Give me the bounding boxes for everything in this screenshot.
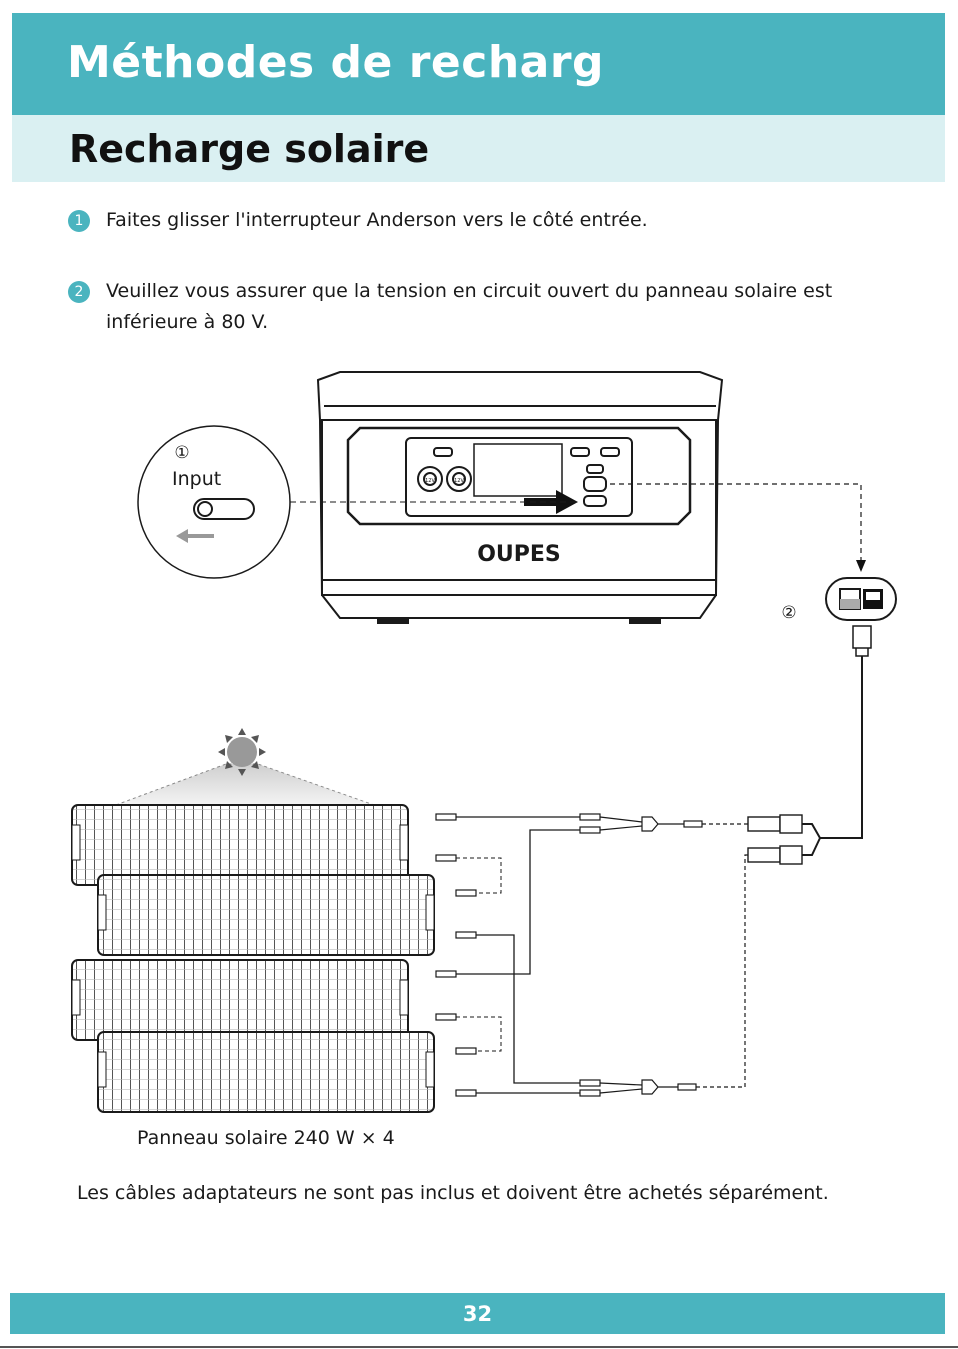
step-2: 2 Veuillez vous assurer que la tension e…: [68, 276, 898, 338]
step-number-badge: 2: [68, 281, 90, 303]
y-branch-adapter: [579, 813, 703, 1097]
switch-marker: ①: [174, 443, 189, 463]
connector-marker: ②: [781, 603, 796, 623]
page-number: 32: [462, 1302, 493, 1326]
step-number-badge: 1: [68, 210, 90, 232]
step-text: Faites glisser l'interrupteur Anderson v…: [106, 209, 648, 231]
section-title: Recharge solaire: [69, 127, 430, 171]
chapter-title: Méthodes de recharg: [67, 37, 605, 88]
solar-charging-diagram: 12V 12V OUPES ① Input ②: [71, 371, 897, 1113]
section-band: Recharge solaire: [12, 115, 945, 182]
step-text: Veuillez vous assurer que la tension en …: [106, 280, 833, 333]
switch-label: Input: [172, 468, 221, 490]
step-1: 1 Faites glisser l'interrupteur Anderson…: [68, 205, 828, 236]
panel-caption: Panneau solaire 240 W × 4: [137, 1127, 395, 1149]
page-footer: 32: [10, 1293, 945, 1334]
mc4-to-anderson-adapter: [747, 814, 821, 865]
input-switch-callout: [137, 425, 291, 579]
port-label-b: 12V: [454, 478, 464, 484]
solar-panel: [71, 959, 409, 1041]
port-label-a: 12V: [425, 478, 435, 484]
mc4-connectors: [435, 813, 477, 1097]
arrow-left-icon: [176, 529, 214, 543]
adapter-note: Les câbles adaptateurs ne sont pas inclu…: [77, 1182, 829, 1204]
solar-panel: [97, 874, 435, 956]
sun-icon: [218, 728, 266, 776]
chapter-banner: Méthodes de recharg: [12, 13, 945, 115]
anderson-connector: [820, 577, 897, 839]
bottom-rule: [0, 1346, 958, 1348]
brand-logo: OUPES: [477, 542, 561, 567]
solar-panel: [71, 804, 409, 886]
power-station: [316, 371, 724, 624]
solar-panel: [97, 1031, 435, 1113]
